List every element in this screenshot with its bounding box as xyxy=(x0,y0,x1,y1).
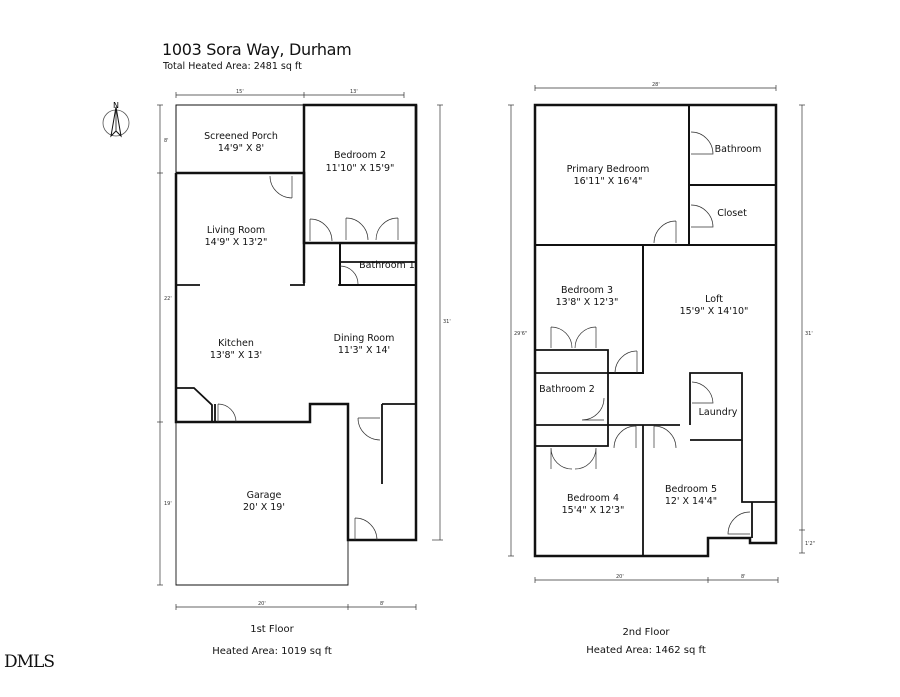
dim-floor1-right: 31' xyxy=(443,319,451,325)
room-name-closet: Closet xyxy=(717,208,747,219)
floor2-dimension-lines xyxy=(508,85,805,583)
dim-floor2-top: 28' xyxy=(652,82,660,88)
room-name-bathroom: Bathroom xyxy=(715,144,762,155)
dim-floor2-bottom-left: 20' xyxy=(616,574,624,580)
dim-floor2-right-small: 1'2" xyxy=(805,541,815,547)
room-name-bedroom-5: Bedroom 5 xyxy=(665,484,717,495)
dim-floor2-left: 29'6" xyxy=(514,331,527,337)
floor2-heated-area: Heated Area: 1462 sq ft xyxy=(586,645,706,656)
floor1-label: 1st Floor xyxy=(250,624,294,635)
room-name-dining-room: Dining Room xyxy=(334,333,395,344)
floor2-walls xyxy=(533,103,778,558)
room-name-primary-bedroom: Primary Bedroom xyxy=(567,164,650,175)
room-name-living-room: Living Room xyxy=(207,225,265,236)
room-name-loft: Loft xyxy=(705,294,723,305)
room-size-loft: 15'9" X 14'10" xyxy=(680,306,749,317)
room-size-bedroom-4: 15'4" X 12'3" xyxy=(562,505,625,516)
dim-floor2-right: 31' xyxy=(805,331,813,337)
room-name-kitchen: Kitchen xyxy=(218,338,254,349)
dim-floor1-left-mid: 22' xyxy=(164,296,172,302)
room-name-bathroom-2: Bathroom 2 xyxy=(539,384,595,395)
floor1-heated-area: Heated Area: 1019 sq ft xyxy=(212,646,332,657)
property-title: 1003 Sora Way, Durham xyxy=(162,40,352,59)
total-heated-area: Total Heated Area: 2481 sq ft xyxy=(163,61,302,72)
dim-floor2-bottom-right: 8' xyxy=(741,574,746,580)
room-size-kitchen: 13'8" X 13' xyxy=(210,350,262,361)
dmls-logo: DMLS xyxy=(4,652,55,672)
svg-text:N: N xyxy=(113,101,119,110)
floor1-dimension-lines xyxy=(157,92,443,610)
room-size-screened-porch: 14'9" X 8' xyxy=(218,143,264,154)
floor2-label: 2nd Floor xyxy=(622,627,670,638)
north-arrow-icon: N xyxy=(102,101,130,138)
room-size-bedroom-5: 12' X 14'4" xyxy=(665,496,717,507)
dim-floor1-top-right: 13' xyxy=(350,89,358,95)
room-name-laundry: Laundry xyxy=(699,407,738,418)
room-size-dining-room: 11'3" X 14' xyxy=(338,345,390,356)
room-size-living-room: 14'9" X 13'2" xyxy=(205,237,268,248)
room-name-screened-porch: Screened Porch xyxy=(204,131,278,142)
dim-floor1-top-left: 15' xyxy=(236,89,244,95)
room-size-bedroom-2: 11'10" X 15'9" xyxy=(326,163,395,174)
floor1-walls xyxy=(174,103,418,586)
room-name-bathroom-1: Bathroom 1 xyxy=(359,260,415,271)
floor1-doors xyxy=(217,175,399,541)
room-name-garage: Garage xyxy=(247,490,282,501)
room-name-bedroom-4: Bedroom 4 xyxy=(567,493,619,504)
dim-floor1-bottom-left: 20' xyxy=(258,601,266,607)
room-size-bedroom-3: 13'8" X 12'3" xyxy=(556,297,619,308)
dim-floor1-bottom-right: 8' xyxy=(380,601,385,607)
floor2-doors xyxy=(550,131,751,535)
room-name-bedroom-2: Bedroom 2 xyxy=(334,150,386,161)
dim-floor1-left-bottom: 19' xyxy=(164,501,172,507)
room-name-bedroom-3: Bedroom 3 xyxy=(561,285,613,296)
room-size-primary-bedroom: 16'11" X 16'4" xyxy=(574,176,643,187)
room-size-garage: 20' X 19' xyxy=(243,502,285,513)
dim-floor1-left-top: 8' xyxy=(164,138,169,144)
